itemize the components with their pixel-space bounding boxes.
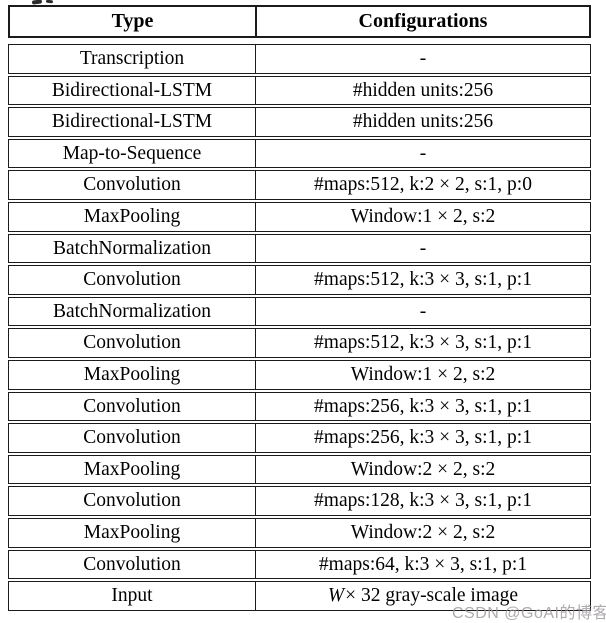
config-cell: #maps:256, k:3 × 3, s:1, p:1 [314, 395, 532, 417]
type-cell: Convolution [9, 424, 256, 452]
table-row: Convolution #maps:256, k:3 × 3, s:1, p:1 [8, 423, 591, 453]
type-cell: Convolution [9, 266, 256, 294]
type-cell: Map-to-Sequence [9, 139, 256, 168]
table-row: Convolution #maps:512, k:3 × 3, s:1, p:1 [8, 328, 591, 358]
table-row: Bidirectional-LSTM #hidden units:256 [8, 107, 591, 137]
config-cell: W × 32 gray-scale image [327, 585, 519, 607]
table-row: Transcription - [8, 44, 591, 74]
table-row: Map-to-Sequence - [8, 138, 591, 169]
table-row: BatchNormalization - [8, 233, 591, 264]
type-cell: BatchNormalization [9, 297, 256, 326]
type-cell: Convolution [9, 171, 256, 199]
table-row: Convolution #maps:256, k:3 × 3, s:1, p:1 [8, 391, 591, 422]
table-row: Bidirectional-LSTM #hidden units:256 [8, 75, 591, 106]
table-header-configurations: Configurations [358, 10, 488, 32]
table-header-row: Type Configurations [8, 5, 591, 38]
table-header-type: Type [10, 7, 257, 36]
config-cell: Window:2 × 2, s:2 [350, 521, 496, 543]
type-cell: Transcription [9, 45, 256, 73]
config-cell: #hidden units:256 [352, 79, 494, 101]
config-cell: #maps:512, k:3 × 3, s:1, p:1 [314, 332, 532, 354]
type-cell: BatchNormalization [9, 234, 256, 263]
config-cell: Window:1 × 2, s:2 [350, 206, 496, 228]
type-cell: Convolution [9, 392, 256, 421]
cropped-text-artifact [45, 0, 54, 4]
type-cell: MaxPooling [9, 518, 256, 547]
cropped-text-artifact [31, 0, 43, 5]
config-cell: #maps:128, k:3 × 3, s:1, p:1 [314, 490, 532, 512]
table-row: BatchNormalization - [8, 296, 591, 327]
table-row: MaxPooling Window:2 × 2, s:2 [8, 517, 591, 548]
table-row: Convolution #maps:512, k:3 × 3, s:1, p:1 [8, 265, 591, 295]
type-cell: Convolution [9, 487, 256, 515]
config-cell: #maps:256, k:3 × 3, s:1, p:1 [314, 427, 532, 449]
config-cell: #maps:64, k:3 × 3, s:1, p:1 [318, 553, 528, 575]
type-cell: Convolution [9, 550, 256, 579]
config-cell: - [419, 142, 427, 164]
config-cell: Window:2 × 2, s:2 [350, 458, 496, 480]
table-body: Transcription - Bidirectional-LSTM #hidden … [8, 44, 591, 611]
config-cell: #maps:512, k:2 × 2, s:1, p:0 [314, 174, 532, 196]
table-row: Convolution #maps:64, k:3 × 3, s:1, p:1 [8, 549, 591, 580]
table-row: Convolution #maps:128, k:3 × 3, s:1, p:1 [8, 486, 591, 516]
table-row: MaxPooling Window:1 × 2, s:2 [8, 359, 591, 390]
type-cell: Convolution [9, 329, 256, 357]
type-cell: MaxPooling [9, 202, 256, 231]
type-cell: MaxPooling [9, 360, 256, 389]
config-cell: #hidden units:256 [352, 111, 494, 133]
csdn-watermark: CSDN @GoAI的博客 [452, 605, 606, 622]
config-cell: - [419, 48, 427, 70]
config-cell: #maps:512, k:3 × 3, s:1, p:1 [314, 269, 532, 291]
type-cell: Bidirectional-LSTM [9, 76, 256, 105]
type-cell: MaxPooling [9, 455, 256, 484]
table-row: MaxPooling Window:2 × 2, s:2 [8, 454, 591, 485]
table-row: MaxPooling Window:1 × 2, s:2 [8, 201, 591, 232]
table-row: Input W × 32 gray-scale image [8, 581, 591, 611]
config-cell: Window:1 × 2, s:2 [350, 363, 496, 385]
type-cell: Input [9, 582, 256, 610]
type-cell: Bidirectional-LSTM [9, 108, 256, 136]
config-cell: - [419, 237, 427, 259]
config-cell: - [419, 300, 427, 322]
table-row: Convolution #maps:512, k:2 × 2, s:1, p:0 [8, 170, 591, 200]
